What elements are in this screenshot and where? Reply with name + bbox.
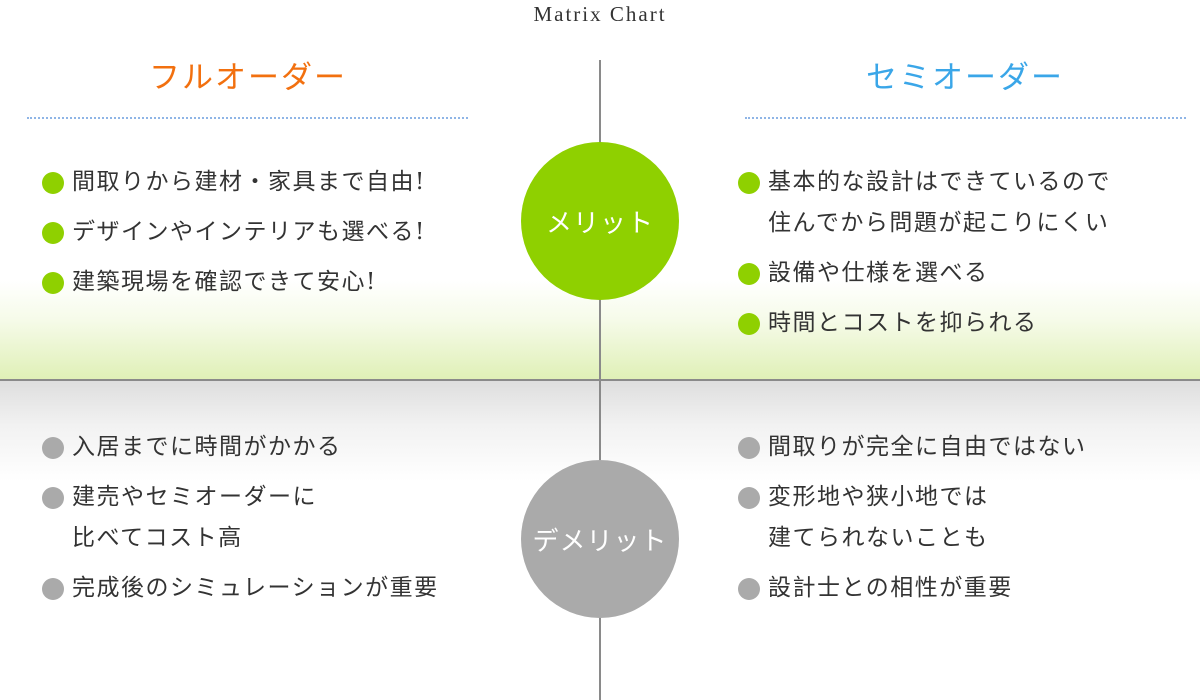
- bullet-icon: [42, 272, 64, 294]
- list-item: 基本的な設計はできているので 住んでから問題が起こりにくい: [738, 162, 1111, 244]
- list-item: 間取りから建材・家具まで自由!: [42, 162, 426, 203]
- bullet-icon: [42, 222, 64, 244]
- column-heading-semi-order: セミオーダー: [866, 60, 1064, 96]
- bullet-icon: [42, 437, 64, 459]
- full-order-demerits: 入居までに時間がかかる 建売やセミオーダーに 比べてコスト高 完成後のシミュレー…: [42, 427, 439, 618]
- bullet-icon: [738, 487, 760, 509]
- list-item: 建築現場を確認できて安心!: [42, 262, 426, 303]
- bullet-icon: [42, 578, 64, 600]
- chart-title: Matrix Chart: [533, 2, 667, 26]
- list-item: 入居までに時間がかかる: [42, 427, 439, 468]
- semi-order-merits: 基本的な設計はできているので 住んでから問題が起こりにくい 設備や仕様を選べる …: [738, 162, 1111, 353]
- list-item: 設備や仕様を選べる: [738, 253, 1111, 294]
- bullet-icon: [42, 487, 64, 509]
- semi-order-demerits: 間取りが完全に自由ではない 変形地や狭小地では 建てられないことも 設計士との相…: [738, 427, 1087, 618]
- bullet-icon: [738, 172, 760, 194]
- bullet-icon: [738, 313, 760, 335]
- list-item: 時間とコストを抑られる: [738, 303, 1111, 344]
- column-heading-full-order: フルオーダー: [149, 60, 347, 96]
- heading-divider: [27, 117, 468, 119]
- row-label-merit: メリット: [521, 142, 679, 300]
- bullet-icon: [738, 263, 760, 285]
- list-item: 間取りが完全に自由ではない: [738, 427, 1087, 468]
- list-item: 設計士との相性が重要: [738, 568, 1087, 609]
- list-item: 変形地や狭小地では 建てられないことも: [738, 477, 1087, 559]
- list-item: 建売やセミオーダーに 比べてコスト高: [42, 477, 439, 559]
- bullet-icon: [42, 172, 64, 194]
- bullet-icon: [738, 437, 760, 459]
- full-order-merits: 間取りから建材・家具まで自由! デザインやインテリアも選べる! 建築現場を確認で…: [42, 162, 426, 312]
- list-item: 完成後のシミュレーションが重要: [42, 568, 439, 609]
- row-label-demerit: デメリット: [521, 460, 679, 618]
- list-item: デザインやインテリアも選べる!: [42, 212, 426, 253]
- bullet-icon: [738, 578, 760, 600]
- heading-divider: [745, 117, 1186, 119]
- vertical-axis: [599, 60, 601, 700]
